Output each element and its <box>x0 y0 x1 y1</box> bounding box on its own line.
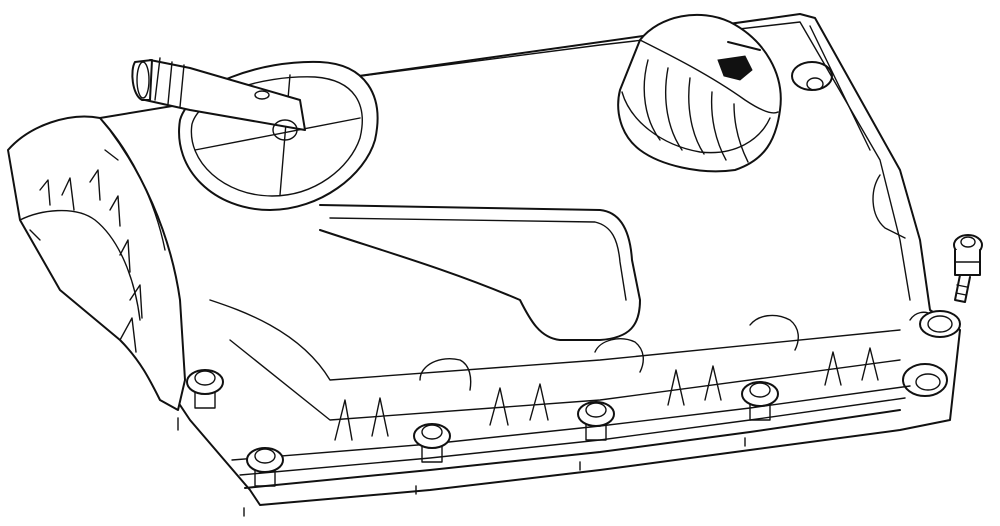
timing-belt-shield <box>7 115 186 411</box>
bolt-grommet <box>413 423 451 463</box>
gasket-washer <box>919 310 961 338</box>
crankcase-breather-valve <box>131 57 379 211</box>
hold-down-bolts <box>186 369 779 487</box>
bolt-grommet <box>741 381 779 421</box>
skirt-ribs <box>334 347 879 441</box>
bolt-grommet <box>577 401 615 441</box>
bolt-grommet <box>186 369 224 409</box>
oil-filler-cap <box>617 13 782 173</box>
flange-studs <box>177 417 746 517</box>
loose-bolt <box>953 234 983 303</box>
bolt-grommet <box>246 447 284 487</box>
valve-cover-body <box>99 13 961 506</box>
